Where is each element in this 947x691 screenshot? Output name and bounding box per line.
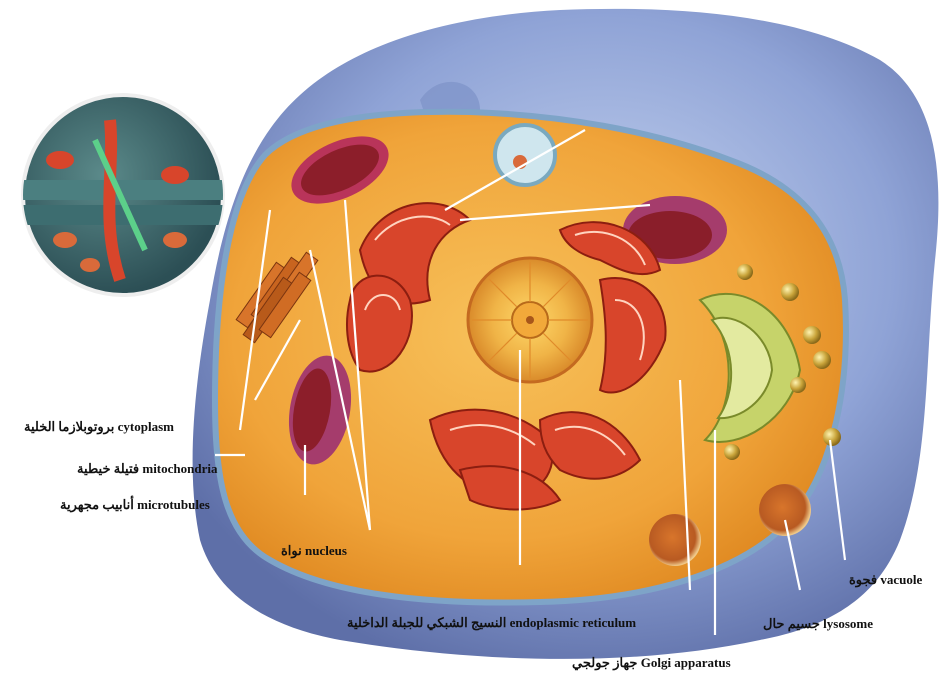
label-cytoplasm: بروتوبلازما الخلية cytoplasm — [24, 419, 174, 435]
lysosome-left — [649, 514, 701, 566]
lysosome-right — [759, 484, 811, 536]
label-microtubules: أنابيب مجهرية microtubules — [60, 497, 210, 513]
label-endoplasmic-reticulum: النسيج الشبكي للجبلة الداخلية endoplasmi… — [347, 615, 636, 631]
label-mitochondria: فتيلة خيطية mitochondria — [77, 461, 217, 477]
label-vacuole: فجوة vacuole — [849, 572, 922, 588]
membrane-inset — [20, 95, 230, 295]
label-golgi-apparatus: جهاز جولجي Golgi apparatus — [572, 655, 731, 671]
label-nucleus: نواة nucleus — [281, 543, 347, 559]
label-lysosome: جسيم حال lysosome — [763, 616, 873, 632]
